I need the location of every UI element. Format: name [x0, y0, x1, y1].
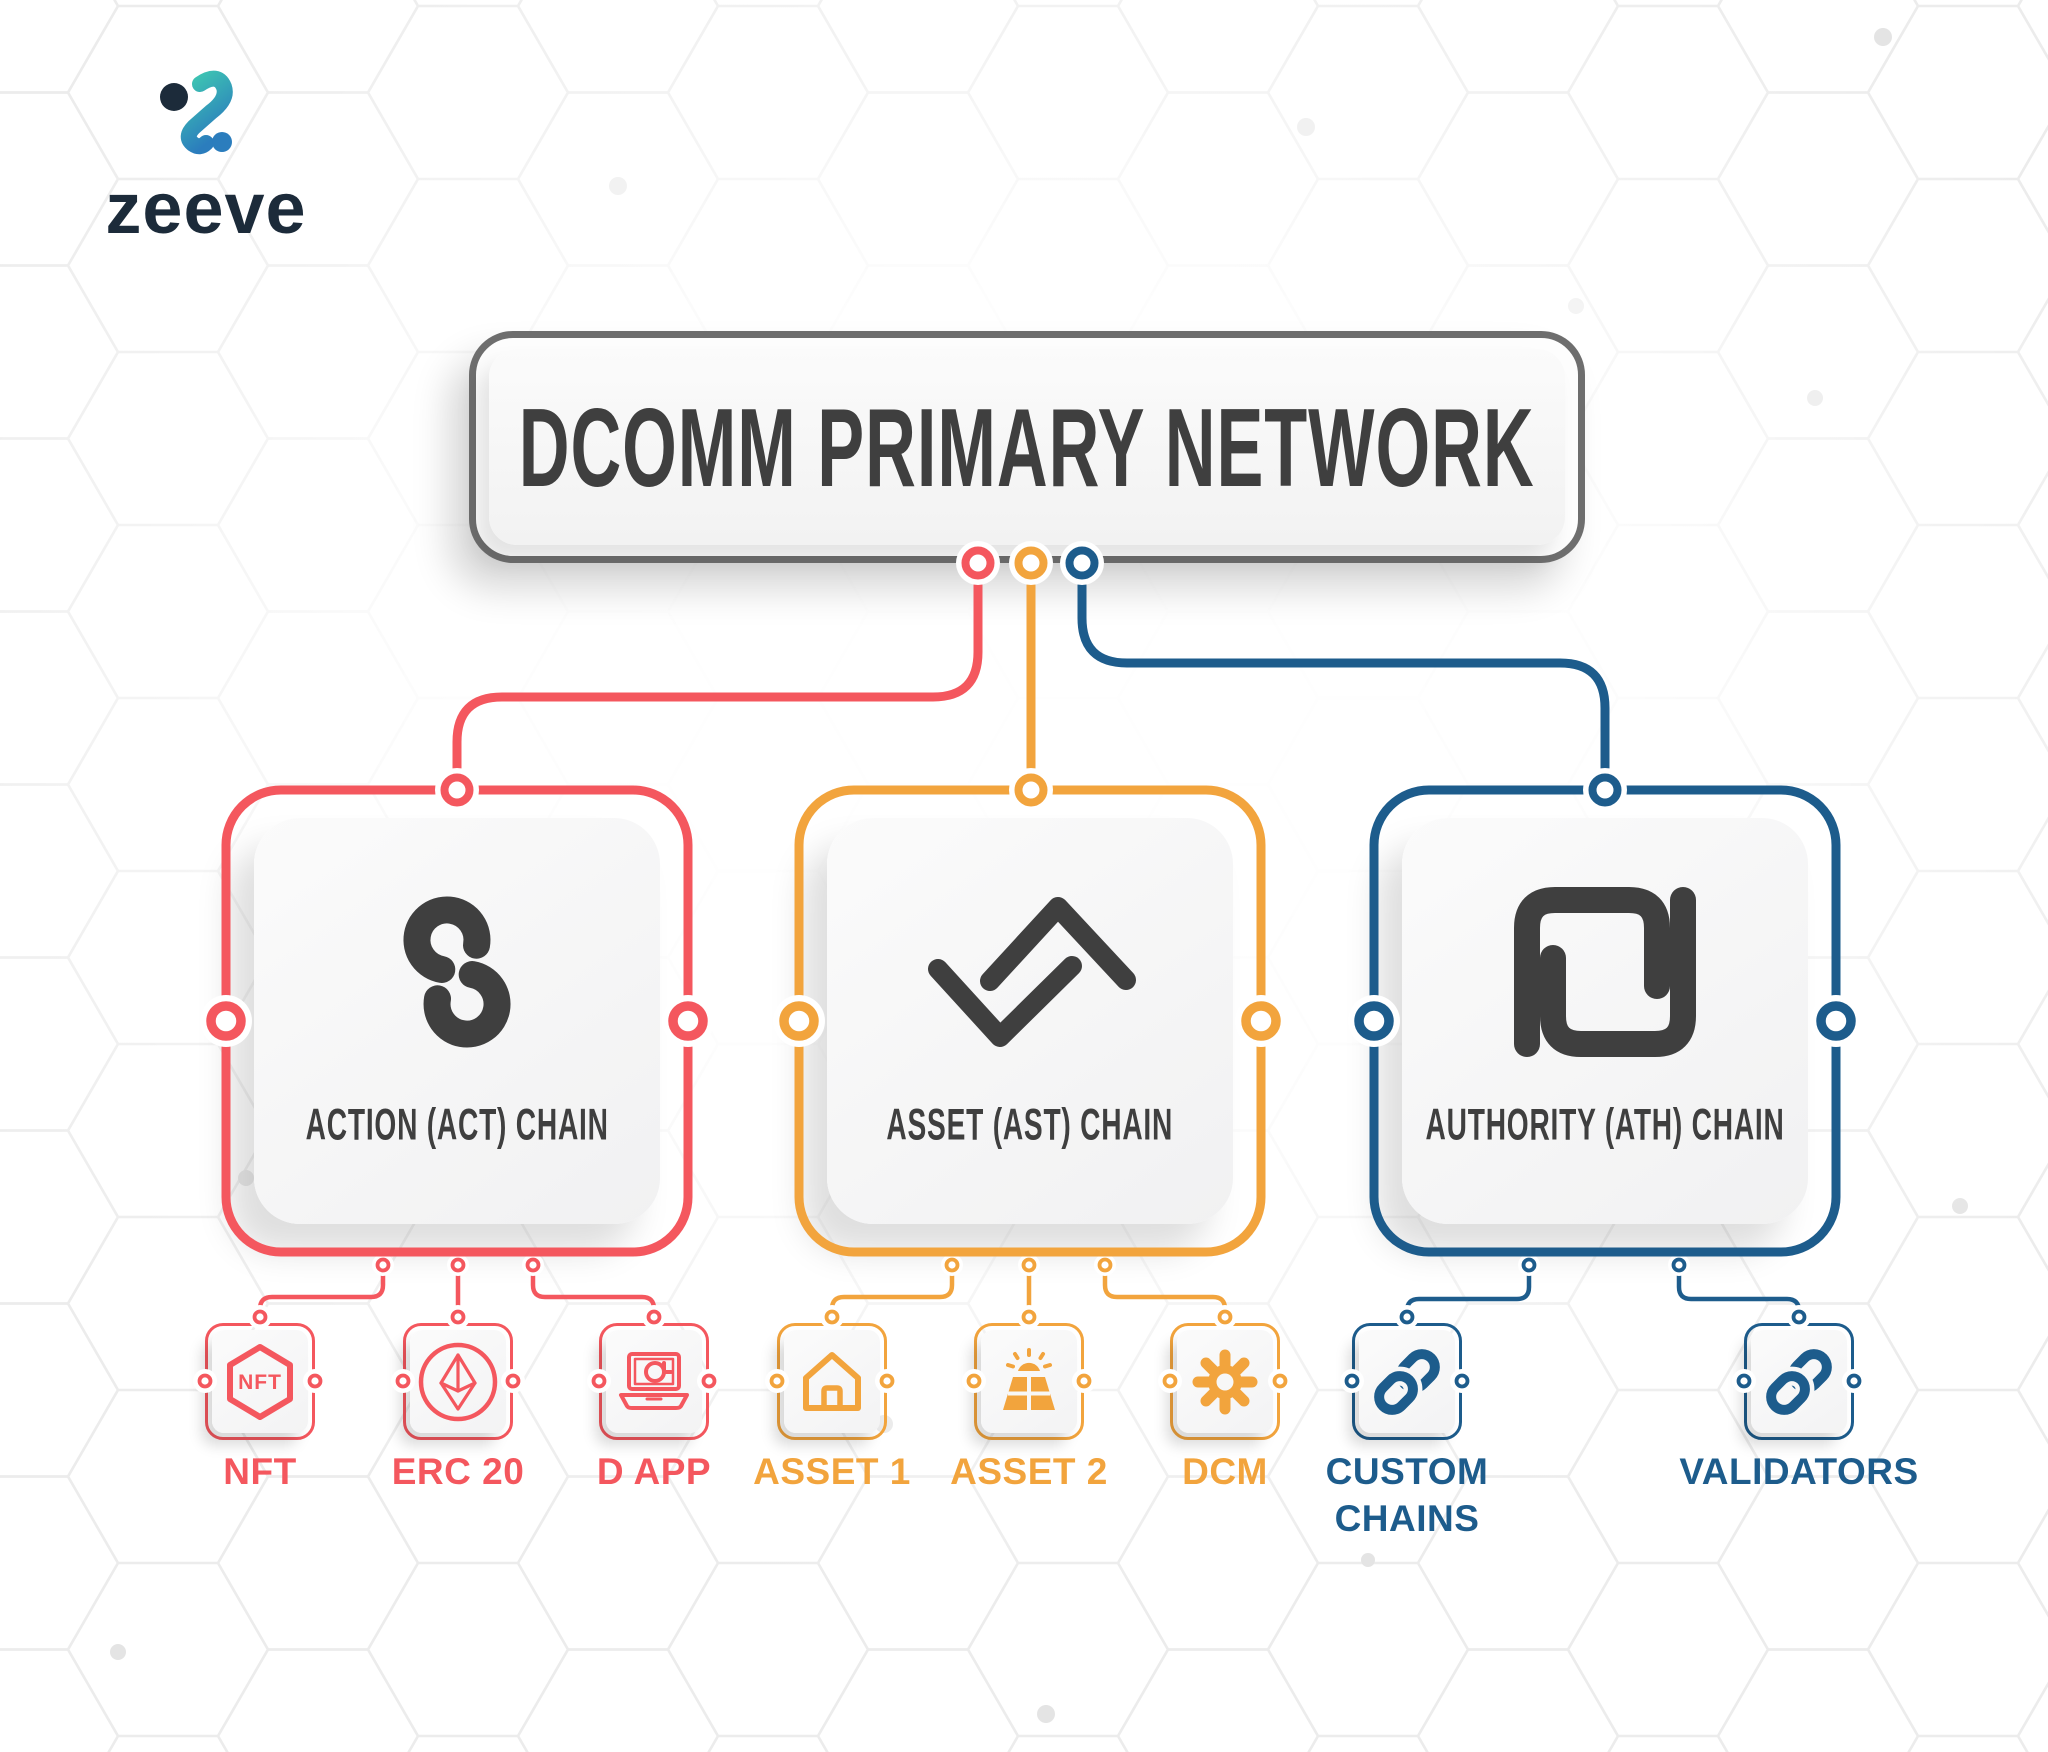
asset-chain-title: ASSET (AST) CHAIN [886, 1100, 1174, 1151]
chain-link-icon [1369, 1348, 1440, 1419]
gear-icon [1192, 1349, 1258, 1414]
house-icon [803, 1351, 861, 1411]
validators-tile [1744, 1323, 1854, 1440]
dcm-tile-panel [1177, 1330, 1273, 1433]
action-chain-card: ACTION (ACT) CHAIN [254, 818, 660, 1224]
chain-link-icon [1761, 1348, 1832, 1419]
asset2-tile [974, 1323, 1084, 1440]
zigzag-icon [928, 897, 1136, 1047]
nft-tile: NFT [205, 1323, 315, 1440]
asset1-tile-panel [784, 1330, 880, 1433]
dapp-laptop-icon: d [619, 1351, 689, 1410]
asset-chain-card: ASSET (AST) CHAIN [827, 818, 1233, 1224]
zeeve-logo-icon [160, 70, 233, 155]
dapp-tile-panel: d [606, 1330, 702, 1433]
s-link-icon [403, 896, 511, 1048]
authority-chain-title: AUTHORITY (ATH) CHAIN [1425, 1100, 1785, 1151]
primary-network-title-box: DCOMM PRIMARY NETWORK [469, 331, 1585, 563]
nft-hexagon-icon: NFT [227, 1343, 293, 1420]
zeeve-logo: zeeve [90, 40, 350, 250]
action-chain-title: ACTION (ACT) CHAIN [305, 1100, 609, 1151]
custom-chains-tile-panel [1359, 1330, 1455, 1433]
shekel-icon [1514, 887, 1696, 1057]
dapp-tile: d [599, 1323, 709, 1440]
solar-panel-icon [1003, 1347, 1055, 1410]
validators-label: VALIDATORS [1679, 1451, 1919, 1492]
dcm-tile [1170, 1323, 1280, 1440]
svg-text:NFT: NFT [238, 1371, 282, 1394]
authority-chain-card: AUTHORITY (ATH) CHAIN [1402, 818, 1808, 1224]
page-title: DCOMM PRIMARY NETWORK [519, 384, 1535, 510]
custom-chains-tile [1352, 1323, 1462, 1440]
erc20-tile [403, 1323, 513, 1440]
erc20-tile-panel [410, 1330, 506, 1433]
ethereum-icon [418, 1342, 498, 1421]
validators-tile-panel [1751, 1330, 1847, 1433]
nft-tile-panel: NFT [212, 1330, 308, 1433]
brand-wordmark: zeeve [105, 169, 307, 249]
asset1-tile [777, 1323, 887, 1440]
custom-chains-label: CUSTOM CHAINS [1325, 1451, 1489, 1539]
asset2-tile-panel [981, 1330, 1077, 1433]
title-panel: DCOMM PRIMARY NETWORK [489, 349, 1565, 545]
